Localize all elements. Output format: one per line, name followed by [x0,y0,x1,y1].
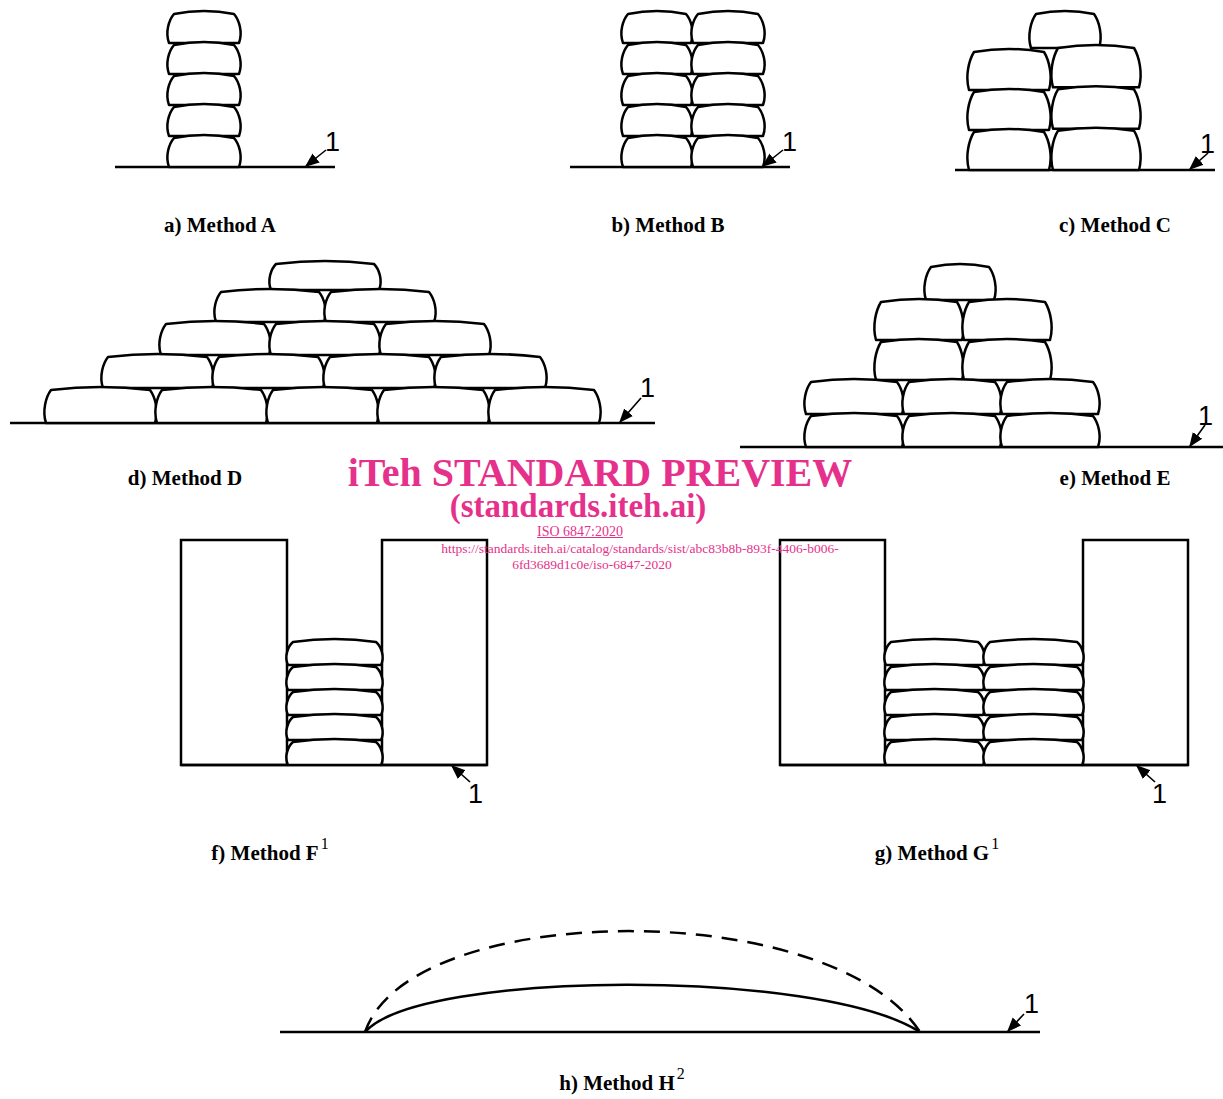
bag-outline [621,11,692,43]
wall-block [181,540,287,765]
bag-outline [983,664,1083,690]
bag-outline [621,42,692,74]
leader-line [306,150,326,166]
bag-outline [691,42,764,74]
heap-outline-dashed [365,931,920,1032]
bag-outline [1000,413,1099,447]
bag-outline [212,354,324,388]
footnote-mark: 1 [321,835,329,853]
bag-outline [155,387,267,423]
bag-outline [691,73,764,105]
bag-outline [1051,45,1140,87]
bag-outline [323,354,435,388]
figure-caption: e) Method E [1060,467,1171,490]
callout-number: 1 [1198,402,1213,432]
bag-outline [983,714,1083,740]
callout-number: 1 [325,128,340,158]
bag-outline [967,49,1050,90]
figure-caption: g) Method G [875,842,989,865]
bag-outline [983,639,1083,665]
watermark-url: 6fd3689d1c0e/iso-6847-2020 [512,558,672,573]
bag-outline [44,387,156,423]
figure-caption: a) Method A [164,214,276,237]
bag-outline [691,11,764,43]
bag-outline [488,387,600,423]
bag-outline [377,387,489,423]
bag-outline [286,714,382,740]
figure-caption: c) Method C [1059,214,1171,237]
bag-outline [621,135,692,167]
bag-outline [167,73,240,105]
bag-outline [902,379,1001,414]
bag-outline [159,321,270,355]
figure-caption: d) Method D [128,467,242,490]
bag-outline [269,261,380,290]
callout-number: 1 [782,128,797,158]
floor-line [280,1031,1040,1034]
bag-outline [1029,11,1100,48]
bag-outline [167,11,240,43]
bag-outline [962,339,1051,380]
bag-outline [214,289,325,322]
watermark-url: https://standards.iteh.ai/catalog/standa… [441,542,838,557]
bag-outline [167,135,240,167]
bag-outline [804,379,903,414]
callout-number: 1 [1200,130,1215,160]
figure-caption: f) Method F [211,842,318,865]
bag-outline [167,42,240,74]
bag-outline [286,689,382,715]
callout-number: 1 [468,780,483,810]
bag-outline [269,321,380,355]
bag-outline [967,89,1050,130]
bag-outline [266,387,378,423]
heap-outline [365,985,920,1032]
bag-outline [434,354,546,388]
bag-outline [167,104,240,136]
bag-outline [902,413,1001,447]
wall-block [780,540,885,765]
bag-outline [1000,379,1099,414]
bag-outline [621,104,692,136]
bag-outline [874,299,963,340]
bag-outline [101,354,213,388]
footnote-mark: 2 [677,1065,685,1083]
bag-outline [884,739,984,765]
bag-outline [967,129,1050,170]
leader-line [1008,1014,1024,1031]
wall-block [382,540,487,765]
bag-outline [983,739,1083,765]
figure-caption: h) Method H [559,1072,675,1095]
wall-block [1083,540,1188,765]
bag-outline [962,299,1051,340]
bag-outline [924,264,995,300]
callout-number: 1 [640,374,655,404]
bag-outline [874,339,963,380]
callout-number: 1 [1024,990,1039,1020]
leader-line [452,766,470,782]
bag-outline [621,73,692,105]
bag-outline [691,104,764,136]
bag-outline [286,639,382,665]
bag-outline [324,289,435,322]
footnote-mark: 1 [991,835,999,853]
figure-caption: b) Method B [611,214,724,237]
bag-outline [379,321,490,355]
bag-outline [691,135,764,167]
watermark-link: ISO 6847:2020 [537,524,623,539]
watermark-text: (standards.iteh.ai) [450,488,707,524]
bag-outline [1051,128,1140,170]
callout-number: 1 [1152,780,1167,810]
bag-outline [983,689,1083,715]
bag-outline [286,739,382,765]
bag-outline [1051,86,1140,128]
bag-outline [884,664,984,690]
bag-outline [884,639,984,665]
leader-line [763,150,783,166]
bag-outline [884,714,984,740]
leader-line [620,398,641,422]
bag-outline [804,413,903,447]
bag-outline [884,689,984,715]
bag-outline [286,664,382,690]
